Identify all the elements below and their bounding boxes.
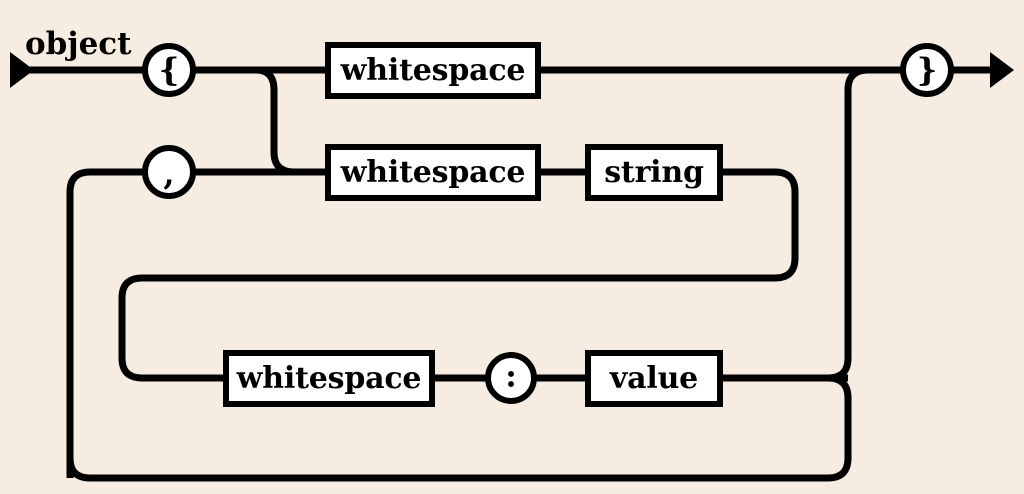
nonterminal-value[interactable] (585, 350, 723, 407)
nonterminal-whitespace-mid[interactable] (325, 144, 541, 201)
terminal-comma[interactable] (142, 145, 196, 199)
nonterminal-whitespace-top[interactable] (325, 42, 541, 99)
terminal-open-brace[interactable] (142, 43, 196, 97)
nonterminal-whitespace-bottom-label: whitespace (236, 361, 422, 396)
nonterminal-whitespace-mid-label: whitespace (340, 155, 526, 190)
terminal-colon[interactable] (485, 352, 537, 404)
arrow-right-icon-exit (990, 52, 1014, 88)
terminal-close-brace-label: } (917, 51, 938, 89)
rail-value-loop-back (66, 374, 852, 482)
terminal-comma-label: , (163, 155, 174, 193)
nonterminal-value-label: value (609, 361, 698, 396)
terminal-colon-label: : (505, 357, 517, 395)
nonterminal-string[interactable] (585, 144, 723, 201)
terminal-open-brace-label: { (159, 51, 180, 89)
nonterminal-whitespace-top-label: whitespace (340, 53, 526, 88)
nonterminal-whitespace-bottom[interactable] (223, 350, 435, 407)
nonterminal-string-label: string (604, 155, 704, 190)
rail-brace-branch-down (248, 66, 328, 176)
rail-comma-loop-left (66, 168, 145, 478)
arrow-right-icon-entry (10, 52, 34, 88)
rail-value-up-to-close-brace (827, 66, 905, 382)
diagram-title: object (25, 26, 132, 62)
rail-wrap-down-to-value-row (118, 274, 226, 382)
terminal-close-brace[interactable] (900, 43, 954, 97)
rail-string-to-wrap (142, 168, 799, 282)
